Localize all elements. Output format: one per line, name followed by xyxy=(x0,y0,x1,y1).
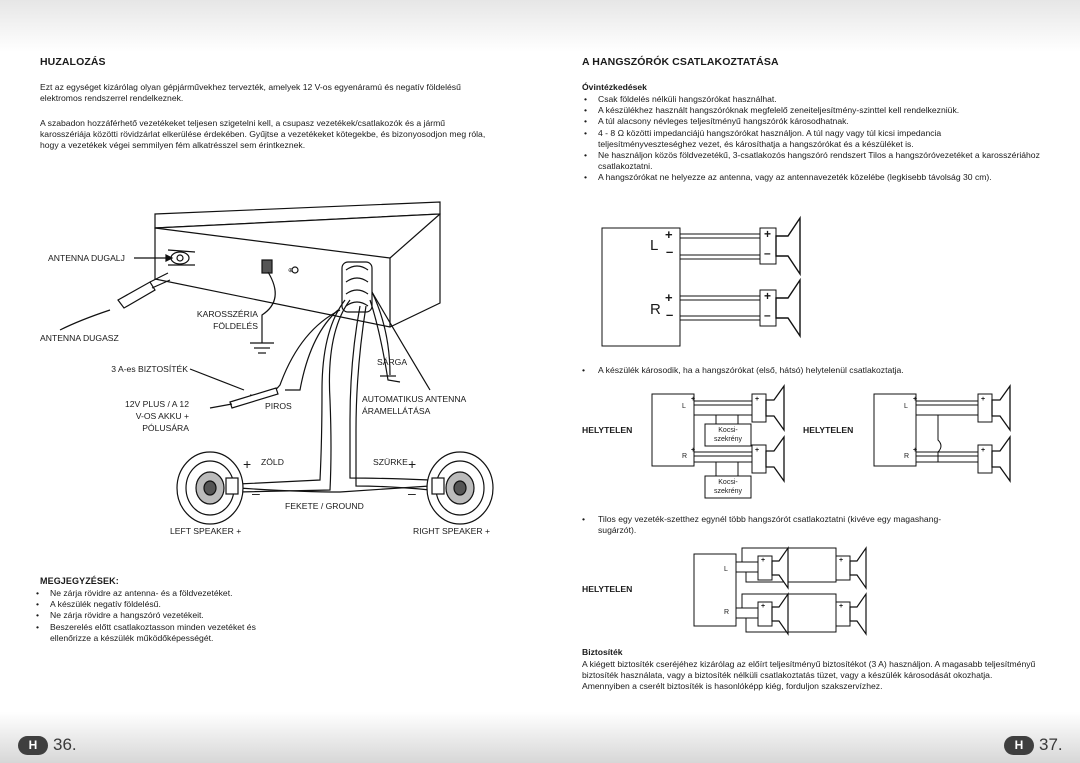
list-item: 4 - 8 Ω közötti impedanciájú hangszóróka… xyxy=(582,128,1040,150)
spk-R-minus-mark: – xyxy=(764,308,771,322)
bullet: • xyxy=(582,514,586,524)
notes-title: MEGJEGYZÉSEK: xyxy=(40,576,119,586)
list-item: Ne zárja rövidre a hangszóró vezetékeit. xyxy=(34,610,294,621)
spk-L-plus-mark: + xyxy=(764,227,772,241)
header-band xyxy=(0,0,1080,52)
w1-chassis-1: Kocsi- xyxy=(718,427,738,434)
w1-L-plus: + xyxy=(691,396,696,403)
wrong-label-3: HELYTELEN xyxy=(582,584,633,594)
w3-L-label: L xyxy=(724,566,728,573)
speakers-title: A HANGSZÓRÓK CSATLAKOZTATÁSA xyxy=(582,56,779,68)
w3-R-label: R xyxy=(724,609,730,616)
w2-L-label: L xyxy=(904,403,908,410)
R-plus-mark: + xyxy=(665,290,673,305)
precautions-title: Óvintézkedések xyxy=(582,82,647,92)
list-item: Ne zárja rövidre az antenna- és a földve… xyxy=(34,588,294,599)
label-fuse: 3 A-es BIZTOSÍTÉK xyxy=(111,364,188,374)
label-antenna-jack: ANTENNA DUGALJ xyxy=(48,253,125,263)
label-yellow: SÁRGA xyxy=(377,357,408,367)
list-item: Beszerelés előtt csatlakoztasson minden … xyxy=(34,622,294,644)
list-item: A készülékhez használt hangszóróknak meg… xyxy=(582,105,1040,116)
w2-L-plus: + xyxy=(913,396,918,403)
insulation-paragraph: A szabadon hozzáférhető vezetékeket telj… xyxy=(40,118,486,151)
w1-spk1-plus: + xyxy=(755,396,760,403)
w2-spk2-plus: + xyxy=(981,447,986,454)
fuse-mark-icon: ⊕ xyxy=(288,268,294,274)
label-antenna-plug: ANTENNA DUGASZ xyxy=(40,333,119,343)
label-12v-3: PÓLUSÁRA xyxy=(142,423,189,433)
w2-R-label: R xyxy=(904,453,910,460)
w3-spk1-plus: + xyxy=(761,557,766,564)
list-item: A túl alacsony névleges teljesítményű ha… xyxy=(582,116,1040,127)
w2-spk1-plus: + xyxy=(981,396,986,403)
bullet: • xyxy=(582,365,586,375)
label-red: PIROS xyxy=(265,401,292,411)
w1-L-label: L xyxy=(682,403,686,410)
w1-chassis2-1: Kocsi- xyxy=(718,479,738,486)
label-body-ground-2: FÖLDELÉS xyxy=(213,321,258,331)
w3-spk2-plus: + xyxy=(761,603,766,610)
channel-R-label: R xyxy=(650,301,661,318)
parallel-note: Tilos egy vezeték-szetthez egynél több h… xyxy=(598,514,942,536)
left-speaker-minus-mark: – xyxy=(252,485,260,501)
list-item: A hangszórókat ne helyezze az antenna, v… xyxy=(582,172,1040,183)
label-auto-antenna-2: ÁRAMELLÁTÁSA xyxy=(362,406,431,416)
page-language-badge-left: H xyxy=(18,736,48,755)
w1-R-plus: + xyxy=(691,447,696,454)
fuse-title: Biztosíték xyxy=(582,647,623,657)
label-body-ground-1: KAROSSZÉRIA xyxy=(196,309,258,319)
list-item: Ne használjon közös földvezetékű, 3-csat… xyxy=(582,150,1040,172)
w3-spk4-plus: + xyxy=(839,603,844,610)
notes-list: Ne zárja rövidre az antenna- és a földve… xyxy=(34,588,294,644)
w2-R-plus: + xyxy=(913,447,918,454)
wiring-title: HUZALOZÁS xyxy=(40,56,106,68)
spk-R-plus-mark: + xyxy=(764,289,772,303)
page-number-left: 36. xyxy=(53,735,77,754)
w3-spk3-plus: + xyxy=(839,557,844,564)
label-right-speaker: RIGHT SPEAKER + xyxy=(413,526,490,536)
w1-R-label: R xyxy=(682,453,688,460)
wrong-label-1: HELYTELEN xyxy=(582,425,633,435)
footer-band xyxy=(0,712,1080,763)
spk-L-minus-mark: – xyxy=(764,246,771,260)
label-12v-1: 12V PLUS / A 12 xyxy=(124,399,189,409)
w1-chassis2-2: szekrény xyxy=(713,488,742,495)
w1-spk2-plus: + xyxy=(755,447,760,454)
R-minus-mark: – xyxy=(666,307,674,322)
w1-chassis-2: szekrény xyxy=(713,436,742,443)
left-speaker-plus-mark: + xyxy=(243,456,252,472)
right-speaker-plus-mark: + xyxy=(408,456,417,472)
label-green: ZÖLD xyxy=(261,457,284,467)
label-grey: SZÜRKE xyxy=(373,457,408,467)
precautions-list: Csak földelés nélküli hangszórókat haszn… xyxy=(582,94,1040,184)
label-black-ground: FEKETE / GROUND xyxy=(285,501,364,511)
list-item: Csak földelés nélküli hangszórókat haszn… xyxy=(582,94,1040,105)
list-item: A készülék negatív földelésű. xyxy=(34,599,294,610)
right-speaker-minus-mark: – xyxy=(408,485,416,501)
L-minus-mark: – xyxy=(666,244,674,259)
wrong-label-2: HELYTELEN xyxy=(803,425,854,435)
fuse-paragraph: A kiégett biztosíték cseréjéhez kizáróla… xyxy=(582,659,1036,692)
damage-note: A készülék károsodik, ha a hangszórókat … xyxy=(598,365,904,375)
L-plus-mark: + xyxy=(665,227,673,242)
page-number-right: 37. xyxy=(1039,735,1063,754)
page-language-badge-right: H xyxy=(1004,736,1034,755)
channel-L-label: L xyxy=(650,237,659,254)
label-auto-antenna-1: AUTOMATIKUS ANTENNA xyxy=(362,394,467,404)
label-left-speaker: LEFT SPEAKER + xyxy=(170,526,242,536)
label-12v-2: V-OS AKKU + xyxy=(135,411,189,421)
wiring-intro-paragraph: Ezt az egységet kizárólag olyan gépjármű… xyxy=(40,82,461,104)
